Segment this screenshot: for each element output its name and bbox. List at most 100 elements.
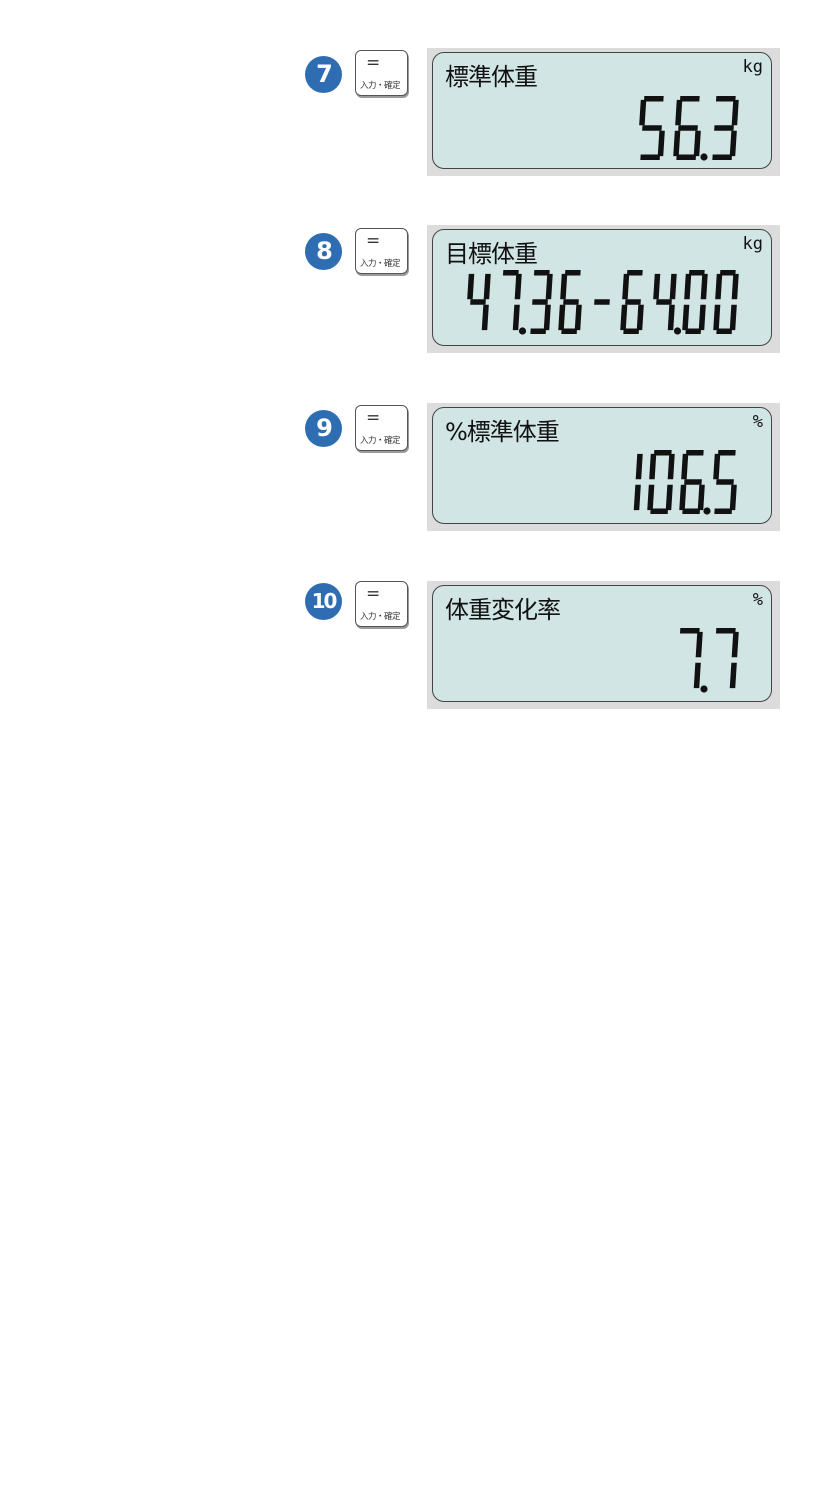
lcd-label: 目標体重 [445,240,538,268]
step-number-badge: 10 [305,583,342,620]
lcd-segment [679,628,700,634]
lcd-segment [514,273,522,300]
lcd-segment [622,273,630,300]
lcd-segment [713,453,721,480]
lcd-segment [594,299,610,305]
lcd-segment [714,125,734,131]
lcd-segment [695,631,703,658]
lcd-segment [467,273,475,300]
lcd-segment [545,273,553,300]
lcd-segment [649,453,657,480]
lcd-segment [574,304,582,331]
lcd-segment [667,453,675,480]
lcd-decimal-point [700,685,708,693]
lcd-label: 体重変化率 [445,596,561,624]
lcd-segment [688,270,705,276]
lcd-digit [713,270,739,334]
lcd-decimal-point [673,327,682,335]
lcd-segment [717,450,736,456]
step-number-badge: 9 [305,410,342,447]
lcd-segment [678,125,698,131]
step-7: 7 = 入力・確定 標準体重 kg [0,48,830,178]
lcd-value [633,450,737,515]
lcd-segment [481,304,489,331]
lcd-segment [543,304,551,331]
lcd-segment [623,328,640,334]
lcd-unit: % [752,590,763,610]
enter-confirm-key-icon: = 入力・確定 [355,405,408,451]
lcd-segment [636,304,644,331]
lcd-segment [512,304,520,331]
lcd-segment [715,96,736,102]
lcd-digit [647,450,675,514]
lcd-segment [635,453,643,480]
lcd-segment [731,631,739,658]
lcd-segment [716,479,734,485]
lcd-segment [682,304,690,331]
lcd-display: 目標体重 kg [427,225,780,353]
equals-symbol: = [366,53,381,73]
lcd-segment [533,270,550,276]
lcd-screen: 目標体重 kg [432,229,772,346]
lcd-segment [712,154,733,160]
lcd-value [467,270,739,335]
lcd-segment [685,328,702,334]
lcd-segment [700,273,708,300]
equals-symbol: = [366,408,381,428]
lcd-unit: % [752,412,763,432]
enter-confirm-key-icon: = 入力・確定 [355,50,408,96]
lcd-segment [731,273,739,300]
lcd-segment [698,304,706,331]
lcd-segment [647,484,655,511]
lcd-segment [714,508,733,514]
lcd-segment [626,270,643,276]
lcd-segment [640,154,661,160]
lcd-decimal-point [700,153,708,161]
lcd-segment [729,130,737,157]
lcd-segment [713,304,721,331]
lcd-segment [564,270,581,276]
lcd-segment [729,484,737,511]
lcd-segment [684,273,692,300]
lcd-segment [731,99,739,126]
lcd-segment [679,484,687,511]
lcd-segment [681,453,689,480]
lcd-unit: kg [742,234,763,254]
lcd-segment [669,273,677,300]
lcd-segment [729,662,737,689]
lcd-segment [684,479,702,485]
lcd-segment [620,304,628,331]
key-label: 入力・確定 [360,436,401,446]
lcd-display: 体重変化率 % [427,581,780,709]
lcd-segment [532,299,548,305]
lcd-digit [712,96,739,160]
step-10: 10 = 入力・確定 体重変化率 % [0,581,830,711]
lcd-segment [673,130,681,157]
equals-symbol: = [366,584,381,604]
lcd-segment [633,484,641,511]
lcd-segment [675,99,683,126]
lcd-decimal-point [703,507,711,515]
lcd-segment [560,273,568,300]
lcd-digit [639,96,665,160]
key-label: 入力・確定 [360,259,401,269]
lcd-label: %標準体重 [445,418,560,446]
lcd-segment [665,484,673,511]
lcd-digit [653,273,682,335]
lcd-segment [715,273,723,300]
lcd-segment [653,450,672,456]
lcd-segment [502,270,519,276]
lcd-segment [642,125,662,131]
lcd-segment [729,304,737,331]
step-9: 9 = 入力・確定 %標準体重 % [0,403,830,533]
lcd-segment [563,299,579,305]
step-number-badge: 8 [305,233,342,270]
lcd-segment [697,484,705,511]
lcd-display: %標準体重 % [427,403,780,531]
lcd-digit [620,270,644,334]
lcd-digit [679,450,711,515]
lcd-segment [656,299,672,305]
lcd-screen: 体重変化率 % [432,585,772,702]
step-number-badge: 7 [305,56,342,93]
lcd-digit [679,628,708,693]
